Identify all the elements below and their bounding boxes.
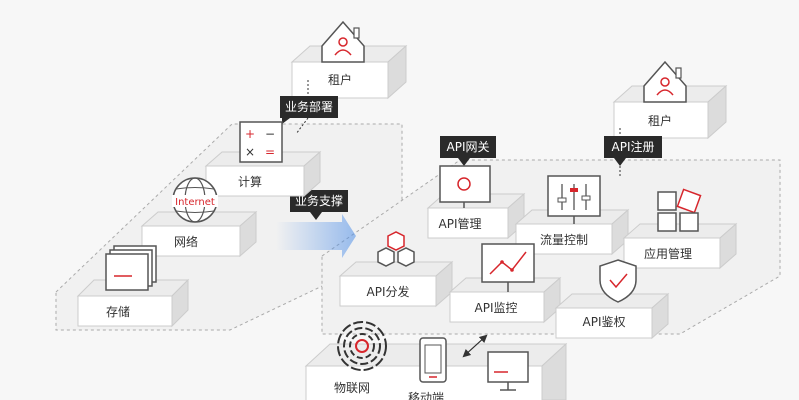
storage-disk-icon [105, 245, 157, 291]
api-register-tag: API注册 [604, 128, 662, 176]
shield-icon [599, 259, 637, 303]
iot-signal-icon [337, 321, 387, 371]
api-monitor-label: API监控 [475, 301, 518, 315]
api-manage-label: API管理 [439, 216, 482, 231]
business-deploy-label: 业务部署 [285, 99, 333, 114]
api-register-label: API注册 [612, 139, 655, 154]
desktop-monitor-icon [487, 351, 529, 391]
api-gateway-label: API网关 [447, 140, 490, 154]
svg-text:Internet: Internet [175, 197, 215, 208]
business-deploy-tag: 业务部署 [280, 80, 338, 135]
mobile-label: 移动端 [408, 391, 444, 400]
storage-label: 存储 [106, 304, 130, 319]
api-distribute-label: API分发 [367, 284, 410, 299]
app-manage-label: 应用管理 [644, 246, 692, 261]
globe-icon: Internet [172, 177, 218, 223]
compute-block: + − × = 计算 [204, 121, 322, 198]
api-gateway-tag: API网关 [440, 136, 496, 166]
calculator-icon: + − × = [239, 121, 283, 163]
slider-controls-icon [547, 175, 601, 224]
api-auth-block: API鉴权 [554, 259, 670, 340]
svg-text:×: × [245, 145, 255, 159]
support-arrow [276, 214, 356, 258]
svg-text:+: + [245, 127, 255, 141]
house-icon [321, 20, 365, 63]
app-manage-block: 应用管理 [622, 188, 738, 270]
svg-text:−: − [265, 127, 275, 141]
hexagon-cluster-icon [377, 231, 415, 267]
network-label: 网络 [174, 234, 198, 249]
business-support-label: 业务支撑 [295, 193, 343, 208]
network-block: Internet 网络 [140, 177, 258, 258]
flow-control-label: 流量控制 [540, 233, 588, 247]
monitor-icon [439, 165, 491, 208]
house-icon [643, 60, 687, 103]
compute-label: 计算 [238, 174, 262, 189]
tenant-right-label: 租户 [648, 113, 672, 128]
mobile-phone-icon [419, 337, 447, 383]
tenant-left-block: 租户 [290, 20, 408, 100]
tenant-left-label: 租户 [328, 72, 352, 87]
api-auth-label: API鉴权 [583, 315, 626, 329]
storage-block: 存储 [76, 245, 190, 328]
iot-label: 物联网 [334, 381, 370, 395]
app-grid-icon [657, 188, 702, 232]
api-distribute-block: API分发 [338, 231, 454, 308]
connector-arrow [462, 334, 488, 358]
svg-text:=: = [265, 145, 275, 159]
tenant-right-block: 租户 [612, 60, 728, 140]
chart-monitor-icon [481, 243, 535, 292]
